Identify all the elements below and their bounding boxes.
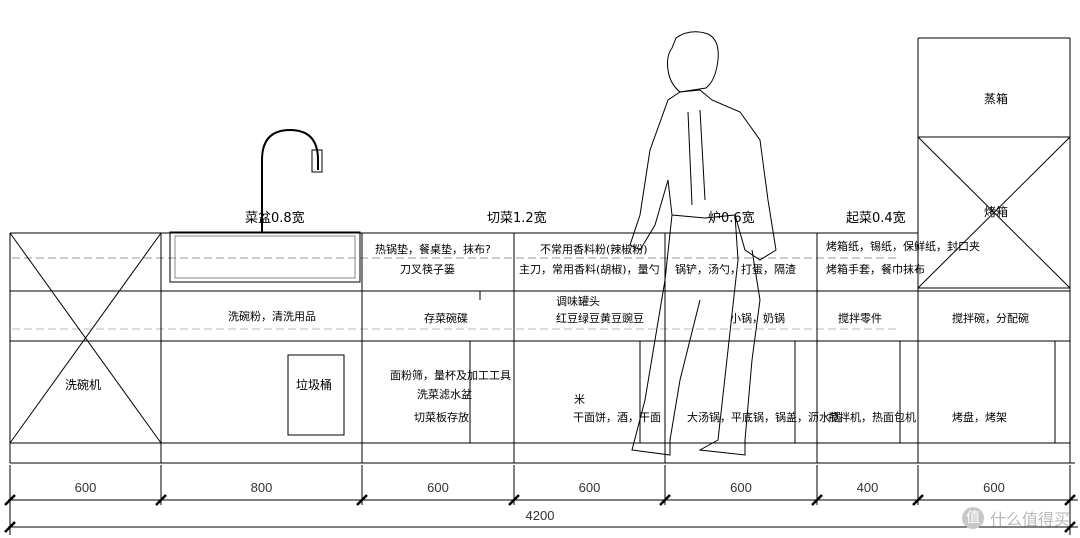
- dim-segment-3: 600: [427, 480, 449, 495]
- drawer-r1-stove: 锅铲，汤勺，打蛋，隔渣: [675, 263, 796, 276]
- drawer-r3-stove: 大汤锅，平底锅，锅盖，沥水锅: [687, 411, 841, 424]
- drawer-r1-cut-b-line2: 主刀，常用香料(胡椒)，量勺: [519, 263, 660, 276]
- oven-label: 烤箱: [984, 205, 1009, 219]
- drawer-r2-tall: 搅拌碗，分配碗: [952, 312, 1029, 325]
- drawer-r2-cut-b-line1: 调味罐头: [556, 295, 600, 308]
- dim-segment-7: 600: [983, 480, 1005, 495]
- watermark-logo-icon: 值: [961, 507, 984, 529]
- watermark-text: 什么值得买: [989, 510, 1070, 529]
- drawer-r2-cut-b-line2: 红豆绿豆黄豆豌豆: [556, 312, 644, 325]
- drawer-r1-cut-a-line1: 热锅垫，餐桌垫，抹布?: [375, 243, 491, 256]
- dim-total: 4200: [525, 508, 555, 523]
- dimension-lines: [4, 465, 1078, 535]
- section-title-cut: 切菜1.2宽: [487, 211, 547, 226]
- drawer-r3-tall: 烤盘，烤架: [952, 411, 1007, 424]
- cabinet-lines: [9, 37, 1075, 464]
- drawer-r3-cut-a-line2: 洗菜滤水盆: [417, 388, 472, 401]
- drawer-r2-stove: 小锅，奶锅: [730, 312, 785, 325]
- drawer-r1-cut-b-line1: 不常用香料粉(辣椒粉): [540, 243, 648, 256]
- drawer-r3-cut-b-line1: 米: [574, 393, 585, 406]
- drawer-r1-plate-line2: 烤箱手套，餐巾抹布: [826, 263, 925, 276]
- drawer-r1-cut-a-line2: 刀叉筷子篓: [400, 263, 455, 276]
- dim-segment-1: 600: [74, 480, 97, 495]
- dim-segment-5: 600: [730, 480, 752, 495]
- dim-segment-6: 400: [856, 480, 879, 495]
- drawer-r3-plate: 搅拌机，热面包机: [828, 411, 916, 424]
- watermark: 值 什么值得买: [961, 506, 1070, 530]
- dim-segment-4: 600: [578, 480, 601, 495]
- dishwasher-label: 洗碗机: [65, 378, 102, 392]
- drawer-r1-plate-line1: 烤箱纸，锡纸，保鲜纸，封口夹: [826, 240, 980, 253]
- section-title-sink: 菜盆0.8宽: [245, 211, 305, 226]
- person-figure: [629, 31, 777, 456]
- section-title-plate: 起菜0.4宽: [846, 211, 906, 226]
- section-title-stove: 炉0.6宽: [708, 211, 755, 226]
- steamer-label: 蒸箱: [984, 92, 1009, 106]
- drawer-r3-cut-b-line2: 干面饼，酒，干面: [573, 411, 661, 424]
- drawer-r2-plate: 搅拌零件: [838, 312, 882, 325]
- drawer-r2-sink: 洗碗粉，清洗用品: [228, 310, 316, 323]
- trash-can-label: 垃圾桶: [296, 378, 333, 392]
- drawer-r3-cut-a-line1: 面粉筛，量杯及加工工具: [390, 369, 511, 382]
- drawer-r3-cut-a-line3: 切菜板存放: [414, 411, 469, 424]
- dim-segment-2: 800: [250, 480, 273, 495]
- drawer-r2-cut-a: 存菜碗碟: [424, 312, 468, 325]
